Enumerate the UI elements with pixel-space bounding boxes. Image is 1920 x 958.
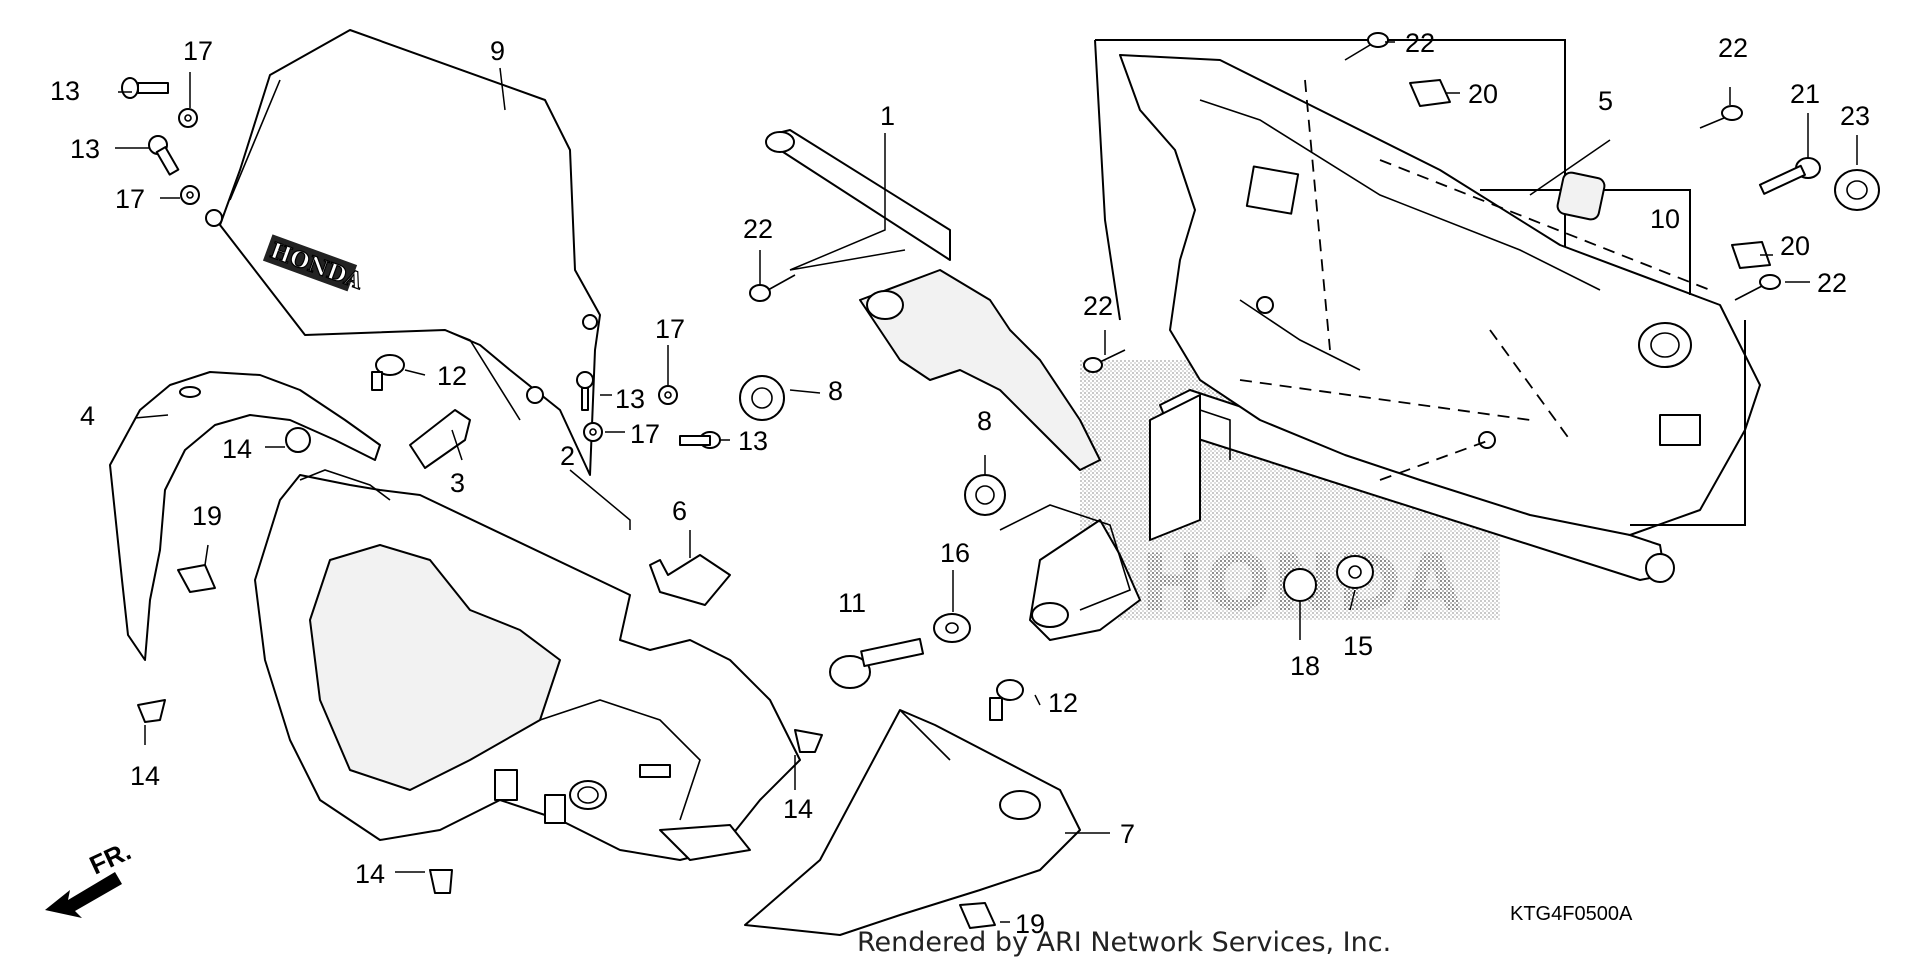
callout-14a: 14 bbox=[222, 434, 252, 464]
callout-22e: 22 bbox=[743, 214, 773, 244]
callout-14c: 14 bbox=[783, 794, 813, 824]
callout-22d: 22 bbox=[1083, 291, 1113, 321]
hardware bbox=[121, 32, 1880, 929]
callout-8b: 8 bbox=[977, 406, 992, 436]
callout-23: 23 bbox=[1840, 101, 1870, 131]
leader-lines bbox=[115, 41, 1858, 923]
screw-22-e bbox=[1734, 274, 1781, 301]
callout-5: 5 bbox=[1598, 86, 1613, 116]
callout-7: 7 bbox=[1120, 819, 1135, 849]
callout-10: 10 bbox=[1650, 204, 1680, 234]
fastener-14-c bbox=[794, 729, 823, 753]
callout-17a: 17 bbox=[183, 36, 213, 66]
callout-21: 21 bbox=[1790, 79, 1820, 109]
callout-14b: 14 bbox=[130, 761, 160, 791]
part-7-lower-cover bbox=[744, 709, 1081, 936]
callout-17b: 17 bbox=[115, 184, 145, 214]
callout-19b: 19 bbox=[1015, 909, 1045, 939]
callout-1: 1 bbox=[880, 101, 895, 131]
callout-22a: 22 bbox=[1405, 28, 1435, 58]
screw-22-a bbox=[749, 274, 796, 302]
callout-13b: 13 bbox=[70, 134, 100, 164]
callout-3: 3 bbox=[450, 468, 465, 498]
bolt-11 bbox=[829, 637, 925, 689]
clip-20-a bbox=[1409, 79, 1451, 107]
fastener-14-d bbox=[429, 869, 453, 894]
callout-9: 9 bbox=[490, 36, 505, 66]
washer-16 bbox=[933, 613, 971, 643]
part-6-bracket bbox=[649, 554, 731, 606]
part-4-side-cover bbox=[109, 371, 381, 661]
part-2-front-cover bbox=[254, 469, 801, 861]
clip-19-a bbox=[177, 564, 216, 593]
callout-15: 15 bbox=[1343, 631, 1373, 661]
direction-label: FR. bbox=[85, 836, 136, 881]
grommet-8-a bbox=[739, 375, 785, 421]
grommet-8-b bbox=[964, 474, 1006, 516]
part-9-windscreen: HONDA bbox=[205, 29, 601, 476]
fastener-12-a bbox=[371, 354, 405, 391]
callout-16: 16 bbox=[940, 538, 970, 568]
screw-22-b bbox=[1083, 349, 1126, 373]
part-10-cap bbox=[1556, 171, 1606, 221]
nut-18 bbox=[1283, 568, 1317, 602]
washer-17-d bbox=[583, 422, 603, 442]
callout-20b: 20 bbox=[1780, 231, 1810, 261]
washer-17-b bbox=[180, 185, 200, 205]
callout-19a: 19 bbox=[192, 501, 222, 531]
callout-13c: 13 bbox=[615, 384, 645, 414]
bolt-21 bbox=[1758, 157, 1821, 195]
bolt-13-d bbox=[679, 431, 721, 449]
footer-credit: Rendered by ARI Network Services, Inc. bbox=[857, 927, 1391, 958]
callout-13a: 13 bbox=[50, 76, 80, 106]
callout-18: 18 bbox=[1290, 651, 1320, 681]
callout-22c: 22 bbox=[1817, 268, 1847, 298]
callout-11: 11 bbox=[838, 588, 866, 618]
callout-17d: 17 bbox=[630, 419, 660, 449]
callout-12b: 12 bbox=[1048, 688, 1078, 718]
callout-numbers: 9 1 2 3 4 5 6 7 8 8 10 11 12 12 13 13 13… bbox=[50, 28, 1870, 939]
fastener-14-b bbox=[137, 699, 166, 723]
clip-20-b bbox=[1731, 241, 1771, 269]
callout-8a: 8 bbox=[828, 376, 843, 406]
arrow-icon bbox=[45, 872, 122, 918]
callout-4: 4 bbox=[80, 401, 95, 431]
bolt-13-b bbox=[148, 135, 180, 176]
callout-14d: 14 bbox=[355, 859, 385, 889]
nut-23 bbox=[1834, 169, 1880, 211]
fastener-14-a bbox=[285, 427, 311, 453]
nut-15 bbox=[1336, 555, 1374, 589]
washer-17-c bbox=[658, 385, 678, 405]
diagram-code: KTG4F0500A bbox=[1510, 903, 1633, 925]
bolt-13-c bbox=[576, 371, 594, 411]
bolt-13-a bbox=[121, 77, 169, 99]
part-1-handlebar bbox=[765, 129, 1675, 641]
screw-22-d bbox=[1699, 105, 1743, 129]
washer-17-a bbox=[178, 108, 198, 128]
callout-12a: 12 bbox=[437, 361, 467, 391]
part-5-rear-cover bbox=[1094, 39, 1761, 536]
callout-2: 2 bbox=[560, 441, 575, 471]
callout-6: 6 bbox=[672, 496, 687, 526]
part-3-plate bbox=[409, 409, 471, 469]
clip-19-b bbox=[959, 902, 996, 929]
callout-17c: 17 bbox=[655, 314, 685, 344]
front-direction-arrow: FR. bbox=[45, 836, 136, 918]
callout-22b: 22 bbox=[1718, 33, 1748, 63]
screw-22-c bbox=[1344, 32, 1389, 61]
fastener-12-b bbox=[989, 679, 1024, 721]
callout-20a: 20 bbox=[1468, 79, 1498, 109]
alignment-lines bbox=[1239, 79, 1711, 481]
callout-13d: 13 bbox=[738, 426, 768, 456]
